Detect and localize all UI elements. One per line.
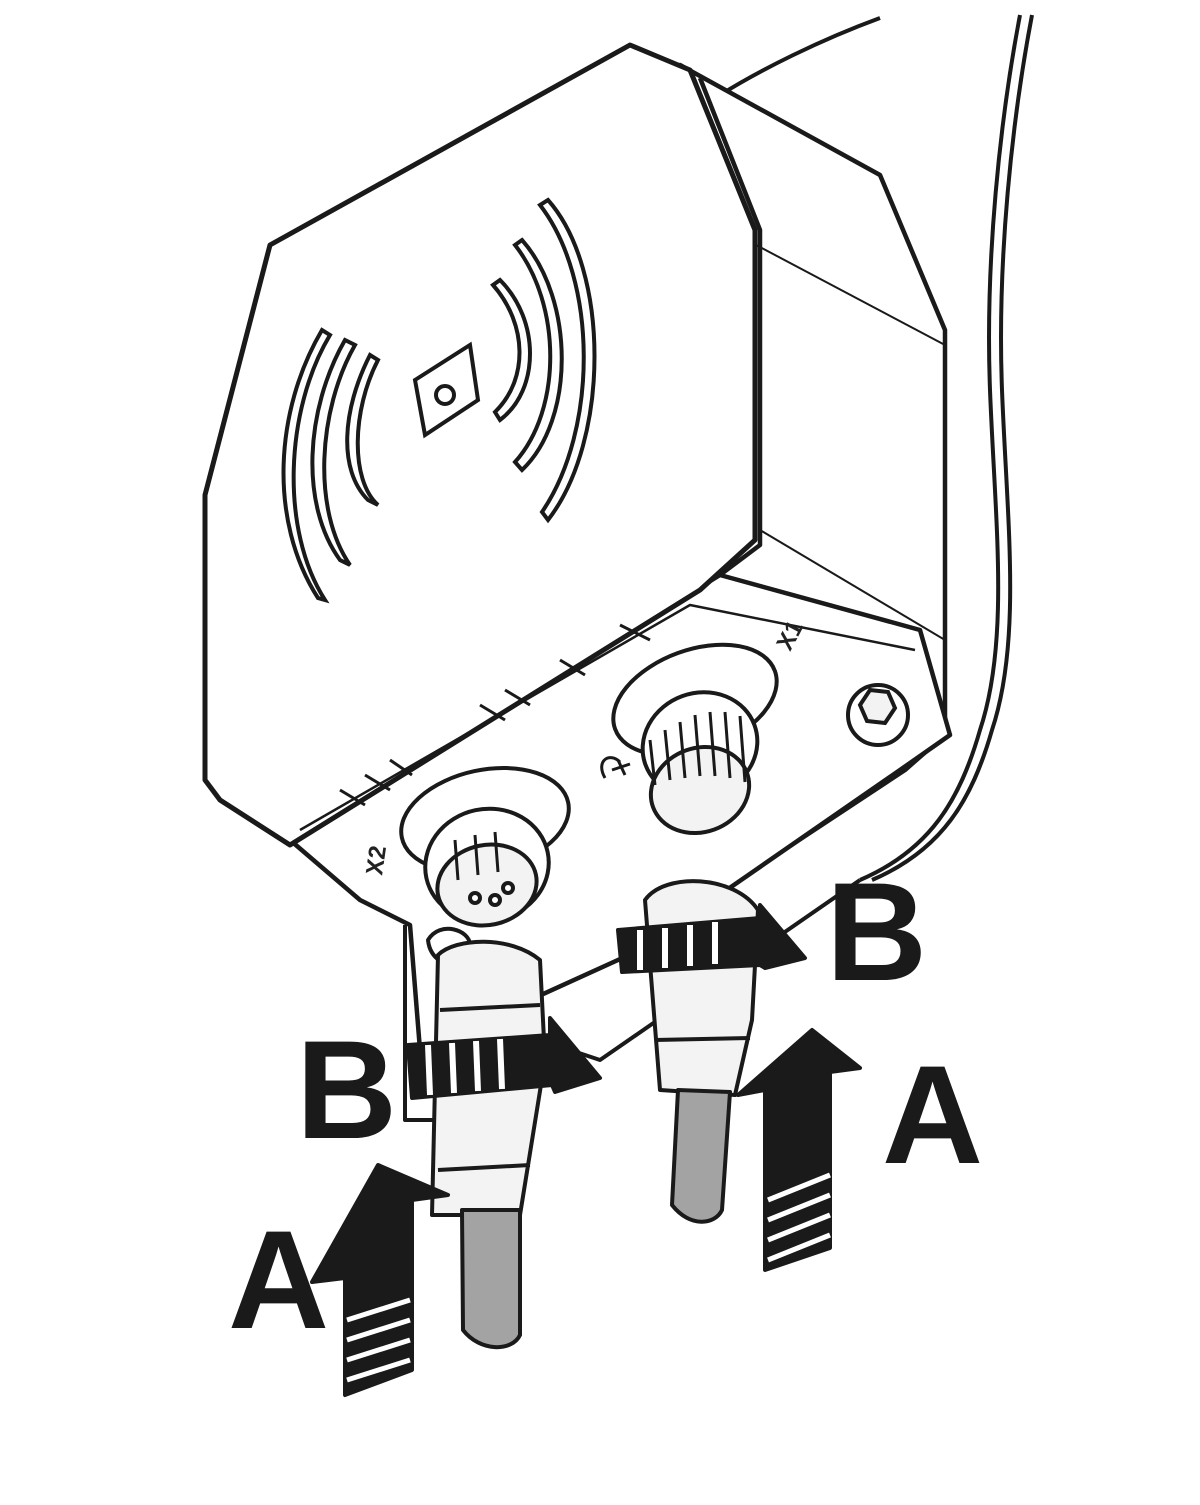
bottom-edge-ribs bbox=[339, 623, 651, 807]
right-plug bbox=[616, 879, 862, 1272]
hex-screw-icon bbox=[846, 683, 910, 747]
rfid-logo-icon bbox=[412, 341, 481, 439]
left-plug bbox=[310, 926, 602, 1397]
connector-x1-socket bbox=[611, 642, 779, 836]
wireless-waves-icon bbox=[281, 197, 597, 604]
ground-symbol-icon bbox=[600, 756, 631, 779]
step-label-right-a: A bbox=[882, 1036, 984, 1193]
background-cables bbox=[718, 14, 1034, 882]
step-label-left-b: B bbox=[296, 1011, 398, 1168]
right-push-arrow bbox=[736, 1028, 862, 1272]
port-label-x2: X2 bbox=[361, 844, 392, 877]
housing-front-face bbox=[202, 42, 758, 848]
connector-x2-socket bbox=[399, 765, 571, 928]
step-label-right-b: B bbox=[826, 853, 928, 1010]
right-cable bbox=[670, 1088, 732, 1224]
left-cable bbox=[460, 1208, 522, 1350]
step-label-left-a: A bbox=[228, 1201, 330, 1358]
right-plug-body bbox=[643, 879, 760, 1097]
left-push-arrow bbox=[310, 1163, 450, 1397]
